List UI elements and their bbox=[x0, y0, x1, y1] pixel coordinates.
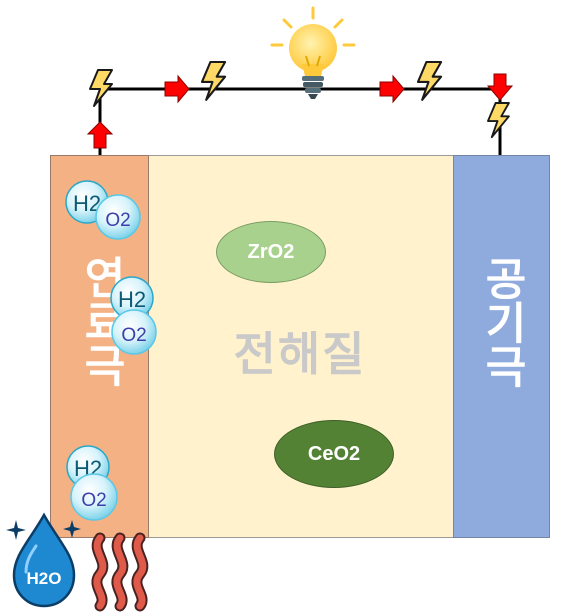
zro2-particle: ZrO2 bbox=[216, 221, 326, 283]
sparkle-icon bbox=[6, 520, 26, 540]
o2-text: O2 bbox=[81, 490, 106, 511]
lightning-bolt-icon bbox=[487, 102, 510, 139]
down-arrow-icon bbox=[486, 73, 514, 101]
hydrogen-bubble: H2 bbox=[110, 276, 154, 320]
lightning-bolt-icon bbox=[200, 60, 227, 101]
heat-waves-icon bbox=[91, 532, 149, 612]
o2-text: O2 bbox=[121, 325, 146, 346]
light-bulb-icon bbox=[270, 6, 356, 99]
oxygen-bubble: O2 bbox=[111, 309, 157, 355]
sparkle-icon bbox=[63, 520, 81, 538]
ceo2-particle: CeO2 bbox=[274, 420, 394, 488]
right-arrow-icon bbox=[379, 74, 405, 104]
electrolyte-label: 전해질 bbox=[233, 328, 367, 380]
cathode-label: 공기극 bbox=[477, 256, 526, 388]
h2o-text: H2O bbox=[27, 569, 62, 588]
zro2-label: ZrO2 bbox=[247, 240, 295, 263]
oxygen-bubble: O2 bbox=[70, 473, 118, 521]
circuit-wire bbox=[98, 87, 502, 155]
ceo2-label: CeO2 bbox=[307, 442, 361, 465]
up-arrow-icon bbox=[86, 121, 114, 149]
o2-text: O2 bbox=[105, 210, 130, 231]
cathode-layer bbox=[453, 155, 550, 538]
lightning-bolt-icon bbox=[416, 60, 443, 101]
oxygen-bubble: O2 bbox=[95, 194, 141, 240]
water-drop-icon: H2O bbox=[12, 512, 76, 608]
right-arrow-icon bbox=[164, 74, 190, 104]
h2-text: H2 bbox=[118, 287, 146, 312]
